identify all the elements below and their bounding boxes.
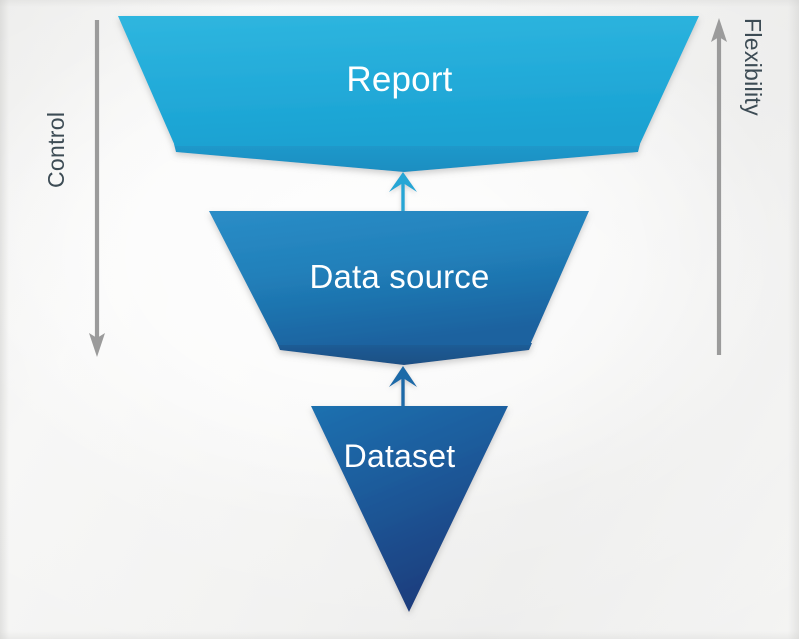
funnel-layer-dataset[interactable] (311, 406, 508, 612)
funnel-layer-dataset-face (311, 406, 508, 612)
funnel-layer-data-source-fold (277, 343, 532, 365)
funnel-layer-report-fold (174, 144, 640, 172)
funnel-layer-label-data-source: Data source (309, 258, 490, 295)
control-axis-label: Control (43, 111, 69, 188)
funnel-layer-label-report: Report (346, 60, 453, 99)
connector-arrow-dataset-to-data-source (389, 366, 417, 408)
flexibility-axis-label: Flexibility (740, 18, 766, 116)
connector-arrow-data-source-to-report (389, 172, 417, 213)
funnel-layer-label-dataset: Dataset (343, 438, 456, 474)
